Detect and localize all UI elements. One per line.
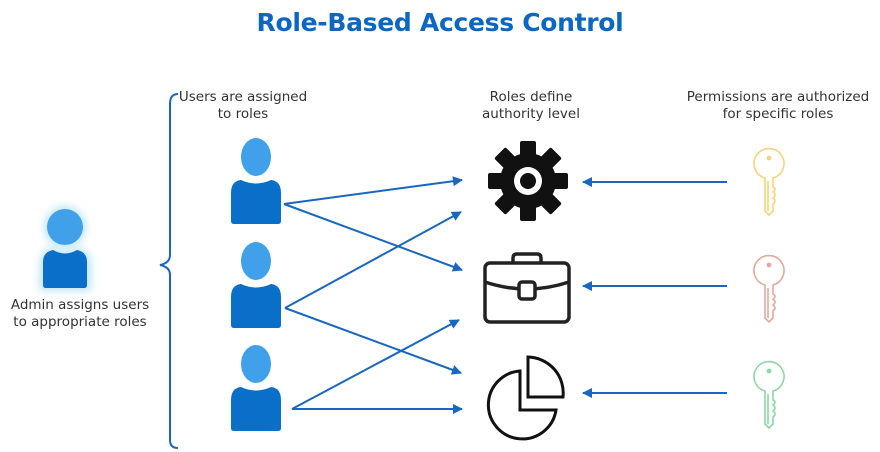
users-caption-line-2: to roles [217,106,269,122]
roles-caption-line-2: authority level [482,106,580,122]
user-icon [231,242,281,328]
assignment-arrow [283,176,463,205]
admin-user-icon [39,206,91,291]
user-body [231,387,281,431]
gear-tooth [552,173,568,189]
key-hole [766,262,772,268]
assignment-arrow [291,319,460,410]
assignment-arrows [283,176,463,414]
user-icon [231,138,281,224]
users-caption-line-1: Users are assigned [178,89,308,105]
key-outline [753,254,785,324]
users-group [231,138,281,431]
assignment-arrow [284,211,462,309]
pie-chart-icon [486,355,565,441]
gear-tooth [520,205,536,221]
gear-tooth [520,141,536,157]
key-outline [753,360,785,430]
assignment-arrow [283,203,463,272]
key-icon [753,147,785,217]
user-head [241,242,271,280]
grouping-brace [159,93,179,449]
user-head [241,345,271,383]
roles-caption: Roles define authority level [456,89,606,123]
key-icon [753,254,785,324]
assignment-arrow [284,307,462,375]
admin-caption-line-2: to appropriate roles [13,314,147,330]
permissions-caption-line-1: Permissions are authorized [686,89,870,105]
roles-caption-line-1: Roles define [489,89,573,105]
admin-caption-line-1: Admin assigns users [10,297,150,313]
permissions-caption: Permissions are authorized for specific … [668,89,880,123]
permission-keys [753,147,785,430]
briefcase-icon [483,252,571,324]
permission-arrows [582,177,727,398]
admin-caption: Admin assigns users to appropriate roles [0,297,160,331]
user-body [231,284,281,328]
gear-tooth [488,173,504,189]
gear-icon [488,141,568,221]
diagram-title: Role-Based Access Control [256,8,624,37]
key-outline [753,147,785,217]
permissions-caption-line-2: for specific roles [722,106,834,122]
key-hole [766,155,772,161]
users-caption: Users are assigned to roles [168,89,318,123]
key-icon [753,360,785,430]
user-icon [231,345,281,431]
user-head [241,138,271,176]
key-hole [766,368,772,374]
user-body [231,180,281,224]
